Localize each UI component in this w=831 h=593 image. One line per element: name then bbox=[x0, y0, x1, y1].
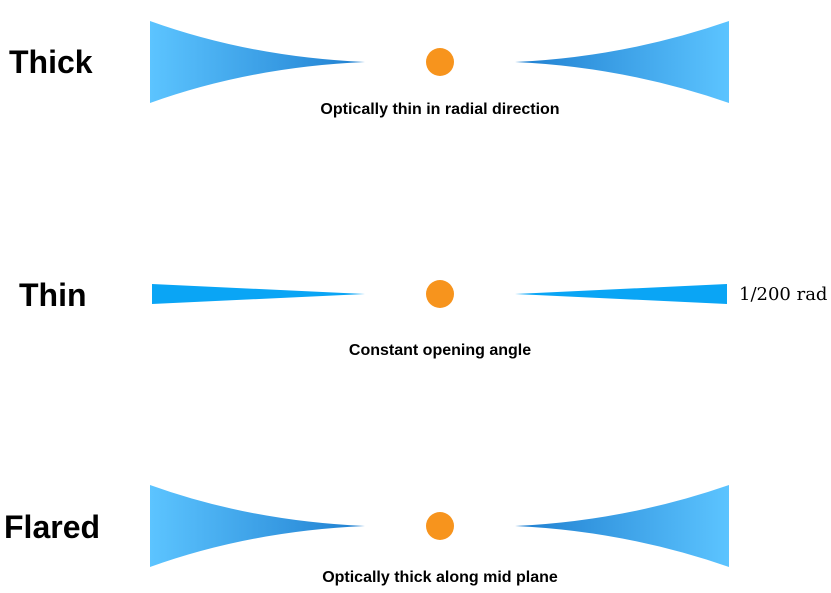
thick-disk-right bbox=[515, 21, 729, 103]
flared-disk-left bbox=[150, 485, 365, 567]
thin-caption: Constant opening angle bbox=[348, 342, 532, 359]
thick-central-star bbox=[426, 48, 454, 76]
thick-label: Thick bbox=[9, 44, 93, 80]
flared-label: Flared bbox=[4, 509, 101, 545]
thick-disk-left bbox=[150, 21, 365, 103]
opening-angle-annotation: 1/200 rad bbox=[739, 284, 828, 305]
thin-central-star bbox=[426, 280, 454, 308]
thick-caption: Optically thin in radial direction bbox=[320, 101, 560, 118]
thin-label: Thin bbox=[19, 277, 87, 313]
flared-caption: Optically thick along mid plane bbox=[322, 569, 558, 586]
thin-disk-right bbox=[515, 284, 727, 304]
flared-disk-right bbox=[515, 485, 729, 567]
thin-disk-left bbox=[152, 284, 365, 304]
flared-central-star bbox=[426, 512, 454, 540]
